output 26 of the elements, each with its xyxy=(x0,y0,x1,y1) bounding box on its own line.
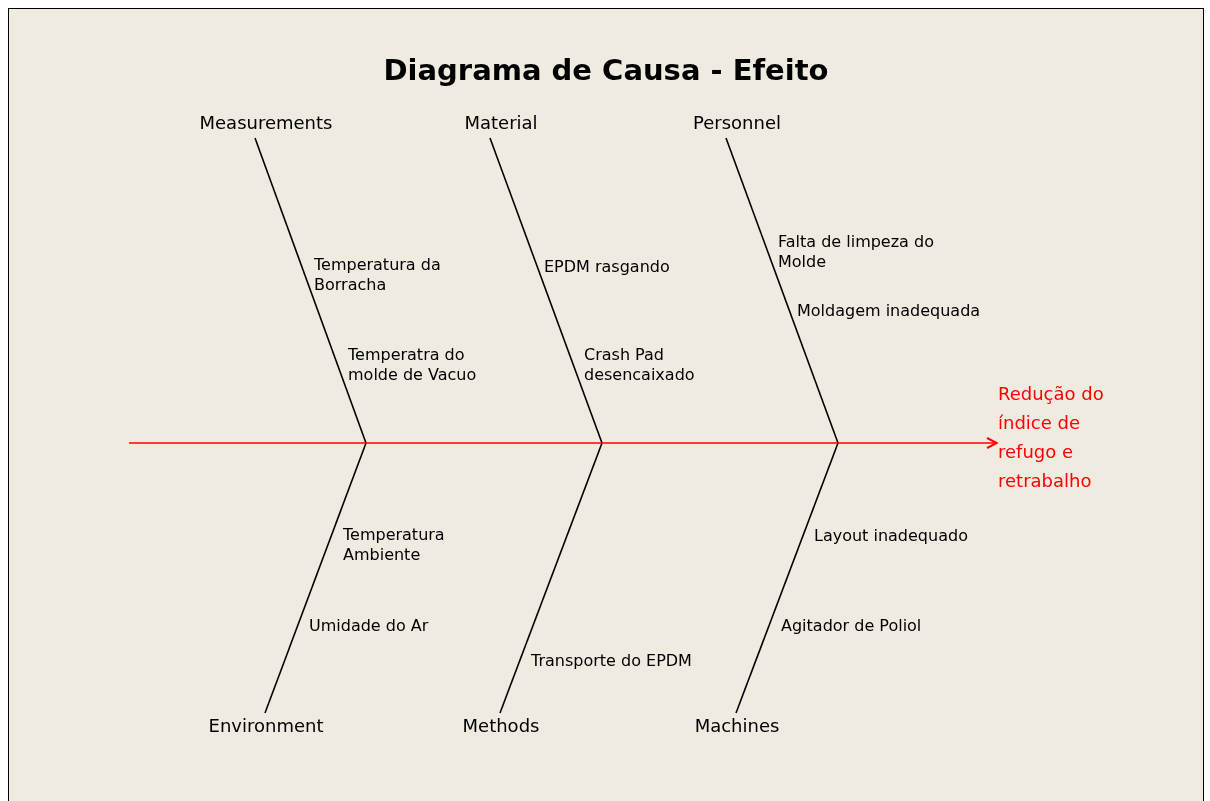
cause-label: Agitador de Poliol xyxy=(781,616,923,636)
bone-line xyxy=(254,137,367,444)
bone-line xyxy=(499,442,603,714)
category-label: Machines xyxy=(677,714,797,738)
cause-label: EPDM rasgando xyxy=(544,257,671,277)
category-label: Measurements xyxy=(196,111,336,135)
cause-label: Umidade do Ar xyxy=(309,616,430,636)
cause-label: Moldagem inadequada xyxy=(797,301,982,321)
cause-label: Layout inadequado xyxy=(814,526,969,546)
effect-label: Redução do índice de refugo e retrabalho xyxy=(998,379,1133,495)
bone-line xyxy=(725,137,839,444)
bone-line xyxy=(264,442,367,714)
category-label: Environment xyxy=(186,714,346,738)
cause-label: Temperatra do molde de Vacuo xyxy=(348,345,478,385)
cause-label: Temperatura Ambiente xyxy=(343,525,446,565)
bone-line xyxy=(489,137,603,444)
cause-label: Falta de limpeza do Molde xyxy=(778,232,935,272)
spine-arrow xyxy=(128,437,998,449)
category-label: Methods xyxy=(441,714,561,738)
category-label: Material xyxy=(441,111,561,135)
category-label: Personnel xyxy=(677,111,797,135)
bone-line xyxy=(735,442,839,714)
diagram-title: Diagrama de Causa - Efeito xyxy=(382,53,830,87)
cause-label: Temperatura da Borracha xyxy=(314,255,442,295)
cause-label: Crash Pad desencaixado xyxy=(584,345,696,385)
cause-label: Transporte do EPDM xyxy=(531,651,693,671)
